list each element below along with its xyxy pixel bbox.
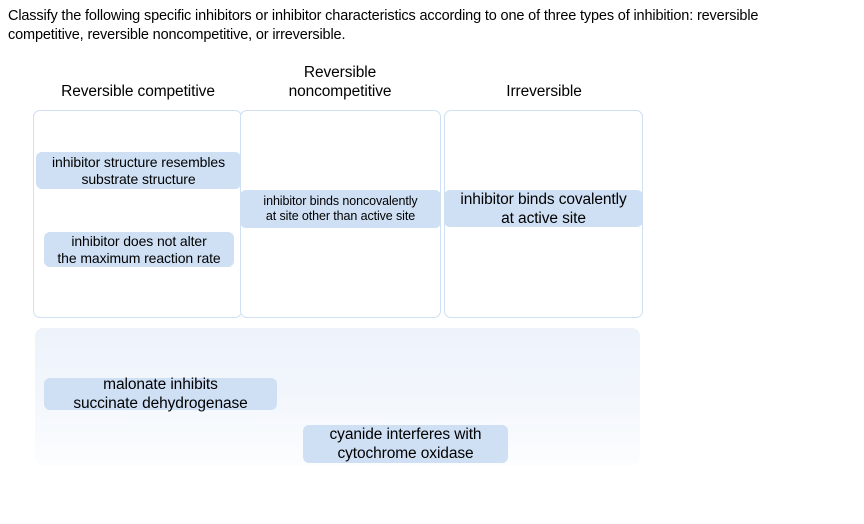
column-header: Irreversible [506,83,582,100]
drop-zone[interactable] [33,110,242,318]
question-prompt: Classify the following specific inhibito… [8,8,759,43]
column-header: Reversible competitive [61,83,215,100]
